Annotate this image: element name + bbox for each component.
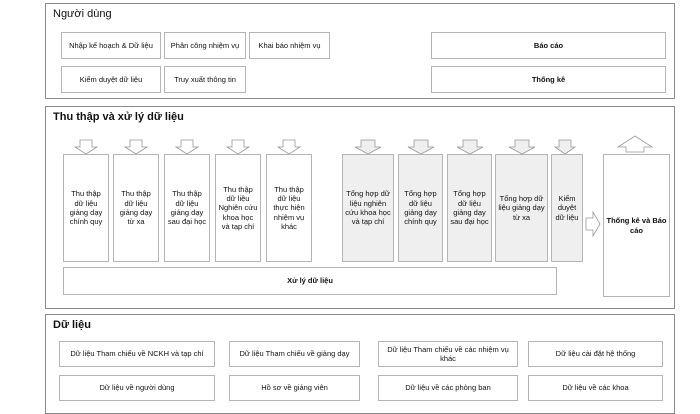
enter-plan-data-box[interactable]: Nhập kế hoạch & Dữ liệu [61,32,161,59]
collect-research-journal-box[interactable]: Thu thập dữ liệu Nghiên cứu khoa học và … [215,154,261,262]
down-arrow-icon [456,139,484,155]
collect-regular-teaching-box[interactable]: Thu thập dữ liệu giảng dạy chính quy [63,154,109,262]
down-arrow-icon [73,139,99,155]
aggregate-research-journal-box[interactable]: Tổng hợp dữ liệu nghiên cứu khoa học và … [342,154,394,262]
down-arrow-icon [407,139,435,155]
up-arrow-icon [616,135,654,153]
down-arrow-icon [553,139,577,155]
review-data-box[interactable]: Kiểm duyệt dữ liệu [61,66,161,93]
data-system-settings-box[interactable]: Dữ liệu cài đặt hệ thống [528,341,663,367]
users-section: Người dùng Nhập kế hoạch & Dữ liệu Phân … [45,3,675,99]
data-faculties-box[interactable]: Dữ liệu về các khoa [528,375,663,401]
collect-other-tasks-box[interactable]: Thu thập dữ liệu thực hiện nhiệm vụ khác [266,154,312,262]
lecturer-profiles-box[interactable]: Hồ sơ về giảng viên [229,375,360,401]
data-ref-research-box[interactable]: Dữ liệu Tham chiếu về NCKH và tạp chí [59,341,215,367]
data-section: Dữ liệu Dữ liệu Tham chiếu về NCKH và tạ… [45,314,675,414]
users-section-title: Người dùng [53,8,112,20]
stats-box[interactable]: Thống kê [431,66,666,93]
aggregate-regular-teaching-box[interactable]: Tổng hợp dữ liệu giảng dạy chính quy [398,154,443,262]
collect-postgraduate-teaching-box[interactable]: Thu thập dữ liệu giảng dạy sau đại học [164,154,210,262]
down-arrow-icon [225,139,251,155]
aggregate-distance-teaching-box[interactable]: Tổng hợp dữ liệu giảng dạy từ xa [495,154,548,262]
processing-section-title: Thu thập và xử lý dữ liệu [53,111,184,123]
data-ref-other-tasks-box[interactable]: Dữ liệu Tham chiếu về các nhiệm vụ khác [378,341,518,367]
right-arrow-icon [585,210,601,238]
data-ref-teaching-box[interactable]: Dữ liệu Tham chiếu về giảng dạy [229,341,360,367]
assign-tasks-box[interactable]: Phân công nhiệm vụ [164,32,246,59]
data-departments-box[interactable]: Dữ liệu về các phòng ban [378,375,518,401]
stats-report-box[interactable]: Thống kê và Báo cáo [603,154,670,297]
down-arrow-icon [123,139,149,155]
aggregate-postgraduate-teaching-box[interactable]: Tổng hợp dữ liệu giảng dạy sau đại học [447,154,492,262]
data-processing-box[interactable]: Xử lý dữ liệu [63,267,557,295]
retrieve-info-box[interactable]: Truy xuất thông tin [164,66,246,93]
down-arrow-icon [276,139,302,155]
down-arrow-icon [354,139,382,155]
data-users-box[interactable]: Dữ liệu về người dùng [59,375,215,401]
declare-tasks-box[interactable]: Khai báo nhiệm vụ [249,32,330,59]
data-section-title: Dữ liệu [53,319,91,331]
down-arrow-icon [174,139,200,155]
collect-distance-teaching-box[interactable]: Thu thập dữ liệu giảng dạy từ xa [113,154,159,262]
processing-section: Thu thập và xử lý dữ liệu Thu thập dữ li… [45,106,675,309]
report-box[interactable]: Báo cáo [431,32,666,59]
down-arrow-icon [508,139,536,155]
review-data-step-box[interactable]: Kiểm duyệt dữ liệu [551,154,583,262]
